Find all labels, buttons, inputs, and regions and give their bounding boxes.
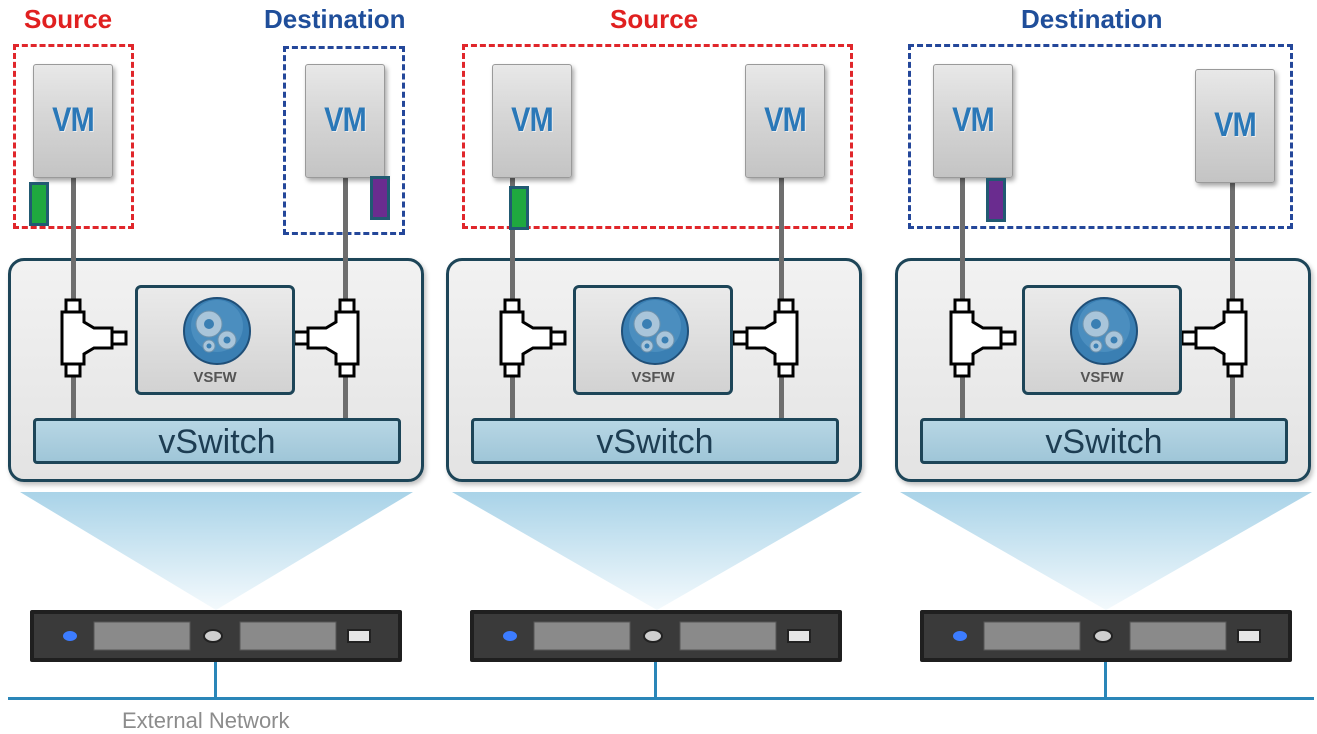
- network-drop-line: [214, 662, 217, 698]
- vm-label: VM: [1214, 106, 1256, 144]
- filter-tap-icon: [949, 298, 1017, 378]
- vm-box: VM: [745, 64, 825, 178]
- vsfw-label: VSFW: [1080, 369, 1124, 386]
- vsfw-module: VSFW: [1022, 285, 1182, 395]
- vsfw-module: VSFW: [573, 285, 733, 395]
- vsfw-label: VSFW: [631, 369, 675, 386]
- gears-icon: [621, 297, 689, 365]
- vm-label: VM: [324, 101, 367, 139]
- filter-tap-icon: [731, 298, 799, 378]
- network-drop-line: [1104, 662, 1107, 698]
- vswitch-bar: vSwitch: [471, 418, 839, 464]
- projection-beam-2: [452, 492, 862, 610]
- destination-group-box-3: [908, 44, 1293, 229]
- vswitch-label: vSwitch: [1045, 423, 1163, 461]
- server-icon: [30, 610, 402, 662]
- filter-tap-icon: [292, 298, 360, 378]
- destination-vm-tag: [986, 178, 1006, 222]
- host-projection-beams: [20, 492, 1312, 610]
- external-network-label: External Network: [122, 708, 290, 733]
- source-label-2: Source: [610, 4, 699, 34]
- vsfw-label: VSFW: [193, 369, 237, 386]
- source-label-1: Source: [24, 4, 113, 34]
- vswitch-label: vSwitch: [158, 423, 276, 461]
- gears-icon: [1070, 297, 1138, 365]
- vswitch-bar: vSwitch: [33, 418, 401, 464]
- network-drop-line: [654, 662, 657, 698]
- vsfw-module: VSFW: [135, 285, 295, 395]
- filter-tap-icon: [499, 298, 567, 378]
- destination-label-3: Destination: [1021, 4, 1163, 34]
- server-icon: [920, 610, 1292, 662]
- source-vm-tag: [29, 182, 49, 226]
- vm-box: VM: [492, 64, 572, 178]
- projection-beam-3: [900, 492, 1312, 610]
- gears-icon: [183, 297, 251, 365]
- source-vm-tag: [509, 186, 529, 230]
- vm-box: VM: [1195, 69, 1275, 183]
- source-group-box-2: [462, 44, 853, 229]
- vm-box: VM: [933, 64, 1013, 178]
- vm-label: VM: [52, 101, 94, 139]
- vswitch-bar: vSwitch: [920, 418, 1288, 464]
- vm-label: VM: [952, 101, 995, 139]
- vm-label: VM: [511, 101, 554, 139]
- vm-box: VM: [305, 64, 385, 178]
- external-network-line: [8, 697, 1314, 700]
- filter-tap-icon: [1180, 298, 1248, 378]
- vm-box: VM: [33, 64, 113, 178]
- vm-label: VM: [764, 101, 807, 139]
- filter-tap-icon: [60, 298, 128, 378]
- projection-beam-1: [20, 492, 413, 610]
- server-icon: [470, 610, 842, 662]
- vswitch-label: vSwitch: [596, 423, 714, 461]
- destination-label-1: Destination: [264, 4, 406, 34]
- destination-vm-tag: [370, 176, 390, 220]
